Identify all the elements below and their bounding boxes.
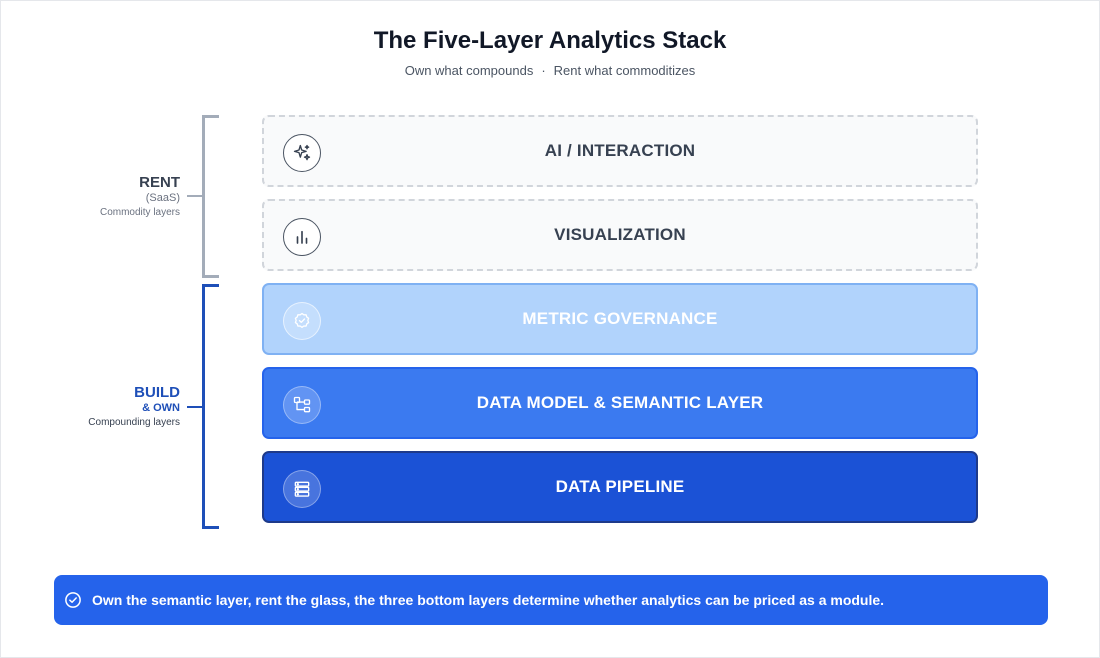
- layer-label: DATA PIPELINE: [555, 477, 685, 496]
- diagram-title: The Five-Layer Analytics Stack: [373, 27, 727, 54]
- summary-callout: Own the semantic layer, rent the glass, …: [54, 575, 1048, 625]
- build-bracket-tick: [187, 406, 203, 408]
- rent-group-label: RENT (SaaS) Commodity layers: [100, 174, 180, 219]
- bar-chart-icon: [283, 218, 321, 256]
- layer-label: AI / INTERACTION: [544, 141, 696, 160]
- layer-data-model-semantic: DATA MODEL & SEMANTIC LAYER: [262, 367, 978, 439]
- layer-label: VISUALIZATION: [554, 225, 686, 244]
- callout-text: Own the semantic layer, rent the glass, …: [92, 592, 885, 608]
- subtitle-rent: Rent what commoditizes: [553, 63, 696, 78]
- rent-label: RENT: [139, 174, 180, 191]
- subtitle-own: Own what compounds: [404, 63, 534, 78]
- subtitle-separator: ·: [541, 63, 546, 78]
- layer-label: METRIC GOVERNANCE: [522, 309, 718, 328]
- rent-bracket: [202, 115, 219, 278]
- build-note: Compounding layers: [88, 417, 180, 428]
- server-stack-icon: [283, 470, 321, 508]
- layer-metric-governance: METRIC GOVERNANCE: [262, 283, 978, 355]
- layer-ai-interaction: AI / INTERACTION: [262, 115, 978, 187]
- hierarchy-icon: [283, 386, 321, 424]
- build-group-label: BUILD & OWN Compounding layers: [88, 384, 180, 429]
- rent-sublabel: (SaaS): [145, 192, 180, 204]
- sparkles-icon: [283, 134, 321, 172]
- build-sublabel: & OWN: [142, 402, 180, 414]
- layer-label: DATA MODEL & SEMANTIC LAYER: [476, 393, 764, 412]
- build-bracket: [202, 284, 219, 529]
- badge-check-icon: [283, 302, 321, 340]
- diagram-subtitle: Own what compounds · Rent what commoditize…: [1, 63, 1099, 78]
- layer-data-pipeline: DATA PIPELINE: [262, 451, 978, 523]
- check-circle-icon: [64, 591, 82, 609]
- rent-note: Commodity layers: [99, 207, 180, 218]
- build-label: BUILD: [134, 384, 180, 401]
- layer-visualization: VISUALIZATION: [262, 199, 978, 271]
- rent-bracket-tick: [187, 195, 203, 197]
